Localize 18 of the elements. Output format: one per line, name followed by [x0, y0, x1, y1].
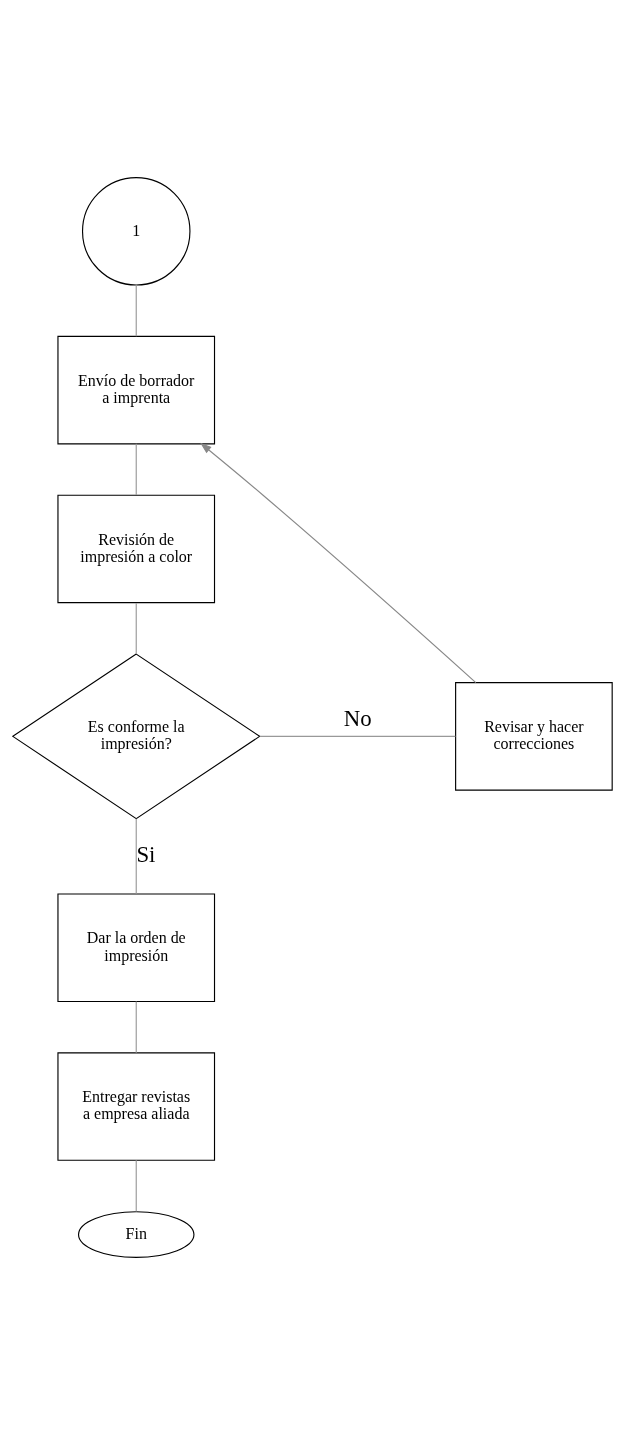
connector — [259, 735, 456, 737]
edge-label: Si — [136, 841, 156, 867]
node-ellipse: Fin — [77, 1210, 195, 1258]
connector — [135, 1000, 137, 1053]
edge-label: No — [343, 705, 372, 731]
node-circle: 1 — [81, 176, 191, 286]
node-box: Envío de borrador a imprenta — [57, 335, 216, 444]
node-box: Revisión de impresión a color — [57, 494, 216, 603]
node-diamond: Es conforme la impresión? — [11, 652, 261, 819]
connector — [135, 602, 137, 654]
node-box: Dar la orden de impresión — [57, 892, 216, 1002]
connector — [135, 283, 137, 337]
arrow — [200, 442, 477, 683]
connector — [135, 817, 137, 894]
connector — [135, 442, 137, 496]
node-box: Revisar y hacer correcciones — [455, 681, 613, 791]
node-box: Entregar revistas a empresa aliada — [57, 1051, 216, 1161]
connector — [135, 1159, 137, 1212]
